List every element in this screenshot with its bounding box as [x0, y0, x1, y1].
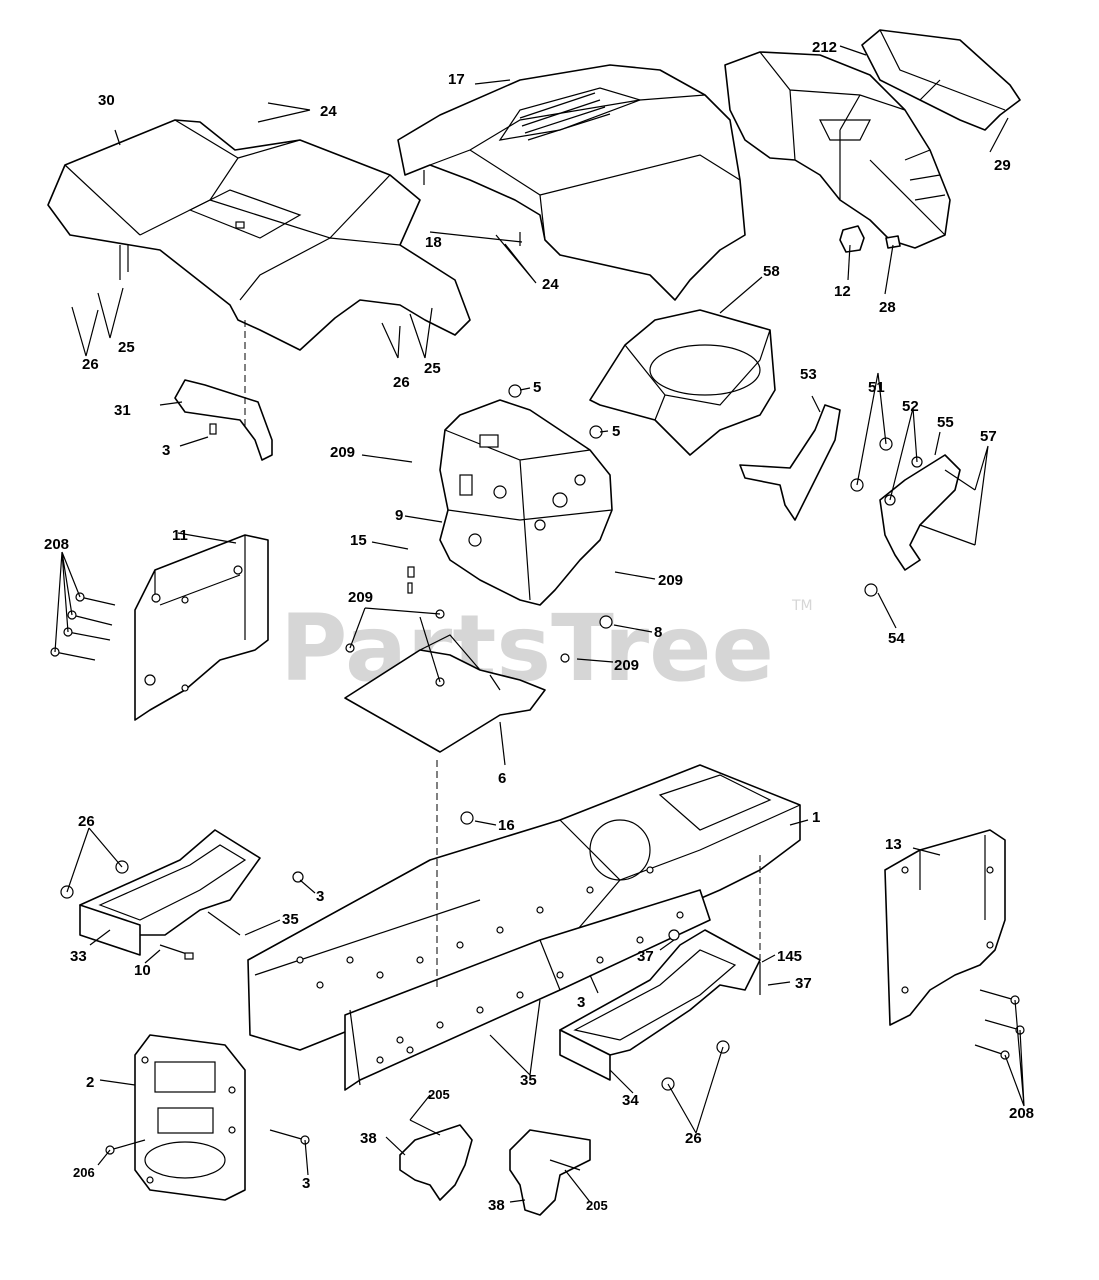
part-11-panel[interactable] [134, 534, 269, 721]
callout-25: 25 [118, 339, 135, 356]
callout-8: 8 [654, 624, 662, 641]
callout-208: 208 [44, 536, 69, 553]
callout-24: 24 [542, 276, 559, 293]
callout-26: 26 [78, 813, 95, 830]
callout-3: 3 [577, 994, 585, 1011]
callout-26: 26 [82, 356, 99, 373]
hardware-208-left [50, 592, 116, 661]
callout-18: 18 [425, 234, 442, 251]
callout-30: 30 [98, 92, 115, 109]
callout-205: 205 [428, 1087, 450, 1102]
leader-lines [54, 45, 1025, 1203]
callout-26: 26 [393, 374, 410, 391]
hardware-206-3 [105, 1129, 310, 1155]
callout-53: 53 [800, 366, 817, 383]
callout-37: 37 [795, 975, 812, 992]
callout-28: 28 [879, 299, 896, 316]
part-38-bracket-left[interactable] [399, 1119, 473, 1201]
callout-15: 15 [350, 532, 367, 549]
part-31-bracket[interactable] [174, 379, 273, 461]
callout-35: 35 [282, 911, 299, 928]
callout-26: 26 [685, 1130, 702, 1147]
callout-25: 25 [424, 360, 441, 377]
callout-6: 6 [498, 770, 506, 787]
callout-208: 208 [1009, 1105, 1034, 1122]
callout-12: 12 [834, 283, 851, 300]
callout-209: 209 [330, 444, 355, 461]
callout-209: 209 [658, 572, 683, 589]
callout-3: 3 [162, 442, 170, 459]
hardware-rear [661, 929, 761, 1091]
callout-11: 11 [172, 527, 188, 544]
callout-35: 35 [520, 1072, 537, 1089]
callout-2: 2 [86, 1074, 94, 1091]
callout-145: 145 [777, 948, 802, 965]
part-13-panel[interactable] [884, 829, 1006, 1026]
callout-24: 24 [320, 103, 337, 120]
callout-31: 31 [114, 402, 131, 419]
part-34-bumper[interactable] [559, 929, 761, 1081]
part-9-housing[interactable] [439, 399, 613, 606]
callout-17: 17 [448, 71, 465, 88]
watermark: PartsTree TM [280, 595, 813, 702]
callout-1: 1 [812, 809, 820, 826]
callout-54: 54 [888, 630, 905, 647]
part-29-headlight[interactable] [861, 29, 1021, 131]
callout-206: 206 [73, 1165, 95, 1180]
callout-3: 3 [302, 1175, 310, 1192]
alignment-lines [244, 320, 761, 990]
callout-9: 9 [395, 507, 403, 524]
part-212-grille[interactable] [724, 51, 951, 249]
callout-55: 55 [937, 414, 954, 431]
hardware-5 [508, 384, 603, 439]
hardware-16 [460, 811, 474, 825]
callout-labels: 30 24 17 212 29 18 24 12 28 58 26 25 26 … [44, 39, 1034, 1214]
part-58-dash[interactable] [589, 309, 776, 456]
part-30-fender[interactable] [47, 119, 471, 351]
callout-58: 58 [763, 263, 780, 280]
part-55-bracket[interactable] [879, 454, 976, 571]
callout-10: 10 [134, 962, 151, 979]
callout-51: 51 [868, 379, 885, 396]
callout-52: 52 [902, 398, 919, 415]
part-10-rod[interactable] [159, 944, 194, 960]
callout-205: 205 [586, 1198, 608, 1213]
callout-33: 33 [70, 948, 87, 965]
watermark-trademark: TM [791, 598, 813, 614]
part-53-bracket[interactable] [739, 404, 841, 521]
part-12-clip[interactable] [839, 225, 865, 253]
part-38-bracket-right[interactable] [509, 1129, 591, 1216]
callout-38: 38 [488, 1197, 505, 1214]
callout-16: 16 [498, 817, 515, 834]
callout-5: 5 [612, 423, 620, 440]
part-17-hood[interactable] [397, 64, 746, 301]
part-28-screw[interactable] [885, 235, 901, 249]
callout-34: 34 [622, 1092, 639, 1109]
part-1-frame[interactable] [247, 764, 801, 1091]
part-2-plate[interactable] [134, 1034, 246, 1201]
callout-38: 38 [360, 1130, 377, 1147]
callout-37: 37 [637, 948, 654, 965]
callout-209: 209 [348, 589, 373, 606]
callout-13: 13 [885, 836, 902, 853]
callout-29: 29 [994, 157, 1011, 174]
callout-3: 3 [316, 888, 324, 905]
part-6-plate[interactable] [209, 423, 613, 753]
callout-212: 212 [812, 39, 837, 56]
callout-5: 5 [533, 379, 541, 396]
callout-57: 57 [980, 428, 997, 445]
callout-209: 209 [614, 657, 639, 674]
